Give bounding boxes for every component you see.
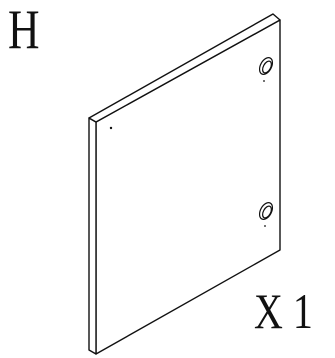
quantity-label: X 1 <box>254 283 313 339</box>
panel-edge-top <box>88 13 281 123</box>
pin-hole <box>109 126 113 130</box>
panel-edge-side <box>88 117 97 355</box>
part-letter-label: H <box>8 0 40 61</box>
hinge-cup-top <box>258 57 274 82</box>
hinge-cup-bottom <box>258 202 274 227</box>
